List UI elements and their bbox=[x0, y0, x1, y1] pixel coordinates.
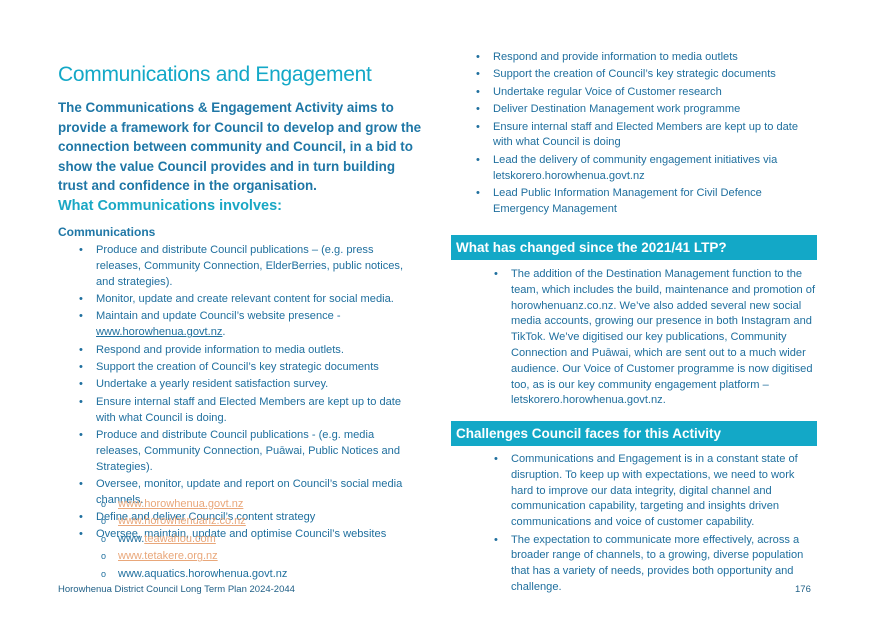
subheading-communications: Communications bbox=[58, 225, 156, 239]
link-tetakere[interactable]: www.tetakere.org.nz bbox=[118, 550, 218, 563]
changed-heading-bar: What has changed since the 2021/41 LTP? bbox=[451, 235, 817, 260]
list-item: Produce and distribute Council publicati… bbox=[79, 243, 414, 290]
list-item: Ensure internal staff and Elected Member… bbox=[476, 120, 813, 152]
sublist-item: www.tetakere.org.nz bbox=[101, 549, 287, 565]
list-item: Ensure internal staff and Elected Member… bbox=[79, 395, 414, 427]
right-bullet-list: Respond and provide information to media… bbox=[476, 50, 813, 219]
list-item: Respond and provide information to media… bbox=[476, 50, 813, 66]
list-item: Support the creation of Council’s key st… bbox=[79, 360, 414, 376]
footer-document-title: Horowhenua District Council Long Term Pl… bbox=[58, 584, 295, 595]
list-item: Maintain and update Council’s website pr… bbox=[79, 309, 414, 341]
link-horowhenua[interactable]: www.horowhenua.govt.nz bbox=[118, 498, 244, 510]
list-item-text: Maintain and update Council’s website pr… bbox=[96, 310, 341, 323]
website-link[interactable]: www.horowhenua.govt.nz bbox=[96, 326, 223, 339]
list-item: Undertake regular Voice of Customer rese… bbox=[476, 85, 813, 101]
link-horowhenuanz[interactable]: www.horowhenuanz.co.nz bbox=[118, 515, 246, 528]
page-title: Communications and Engagement bbox=[58, 63, 372, 86]
link-prefix: www. bbox=[118, 532, 145, 545]
challenges-bullet-list: Communications and Engagement is in a co… bbox=[494, 452, 817, 597]
list-item: Lead the delivery of community engagemen… bbox=[476, 153, 813, 185]
page-number: 176 bbox=[795, 584, 811, 595]
list-item: Undertake a yearly resident satisfaction… bbox=[79, 377, 414, 393]
list-item: Communications and Engagement is in a co… bbox=[494, 452, 817, 531]
list-item: The addition of the Destination Manageme… bbox=[494, 267, 817, 409]
list-item: Deliver Destination Management work prog… bbox=[476, 102, 813, 118]
changed-bullet-list: The addition of the Destination Manageme… bbox=[494, 267, 817, 411]
list-item: Support the creation of Council’s key st… bbox=[476, 67, 813, 83]
list-item: Produce and distribute Council publicati… bbox=[79, 428, 414, 475]
intro-paragraph: The Communications & Engagement Activity… bbox=[58, 100, 422, 193]
list-item: Respond and provide information to media… bbox=[79, 343, 414, 359]
link-teawahou[interactable]: teawahou.com bbox=[144, 532, 216, 545]
list-item: Monitor, update and create relevant cont… bbox=[79, 292, 414, 308]
challenges-heading-bar: Challenges Council faces for this Activi… bbox=[451, 421, 817, 446]
sublist-item: www.aquatics.horowhenua.govt.nz bbox=[101, 567, 288, 583]
list-item: The expectation to communicate more effe… bbox=[494, 533, 817, 596]
list-item: Lead Public Information Management for C… bbox=[476, 186, 813, 218]
sublist-item: www.horowhenuanz.co.nz bbox=[101, 514, 287, 530]
section-heading-what-communications: What Communications involves: bbox=[58, 198, 282, 214]
sublist-item: www.teawahou.com bbox=[101, 532, 287, 548]
website-sublist: www.horowhenua.govt.nz www.horowhenuanz.… bbox=[101, 497, 288, 584]
sublist-item: www.horowhenua.govt.nz bbox=[101, 497, 287, 513]
text-aquatics: www.aquatics.horowhenua.govt.nz bbox=[118, 567, 288, 580]
punctuation: . bbox=[222, 326, 226, 339]
